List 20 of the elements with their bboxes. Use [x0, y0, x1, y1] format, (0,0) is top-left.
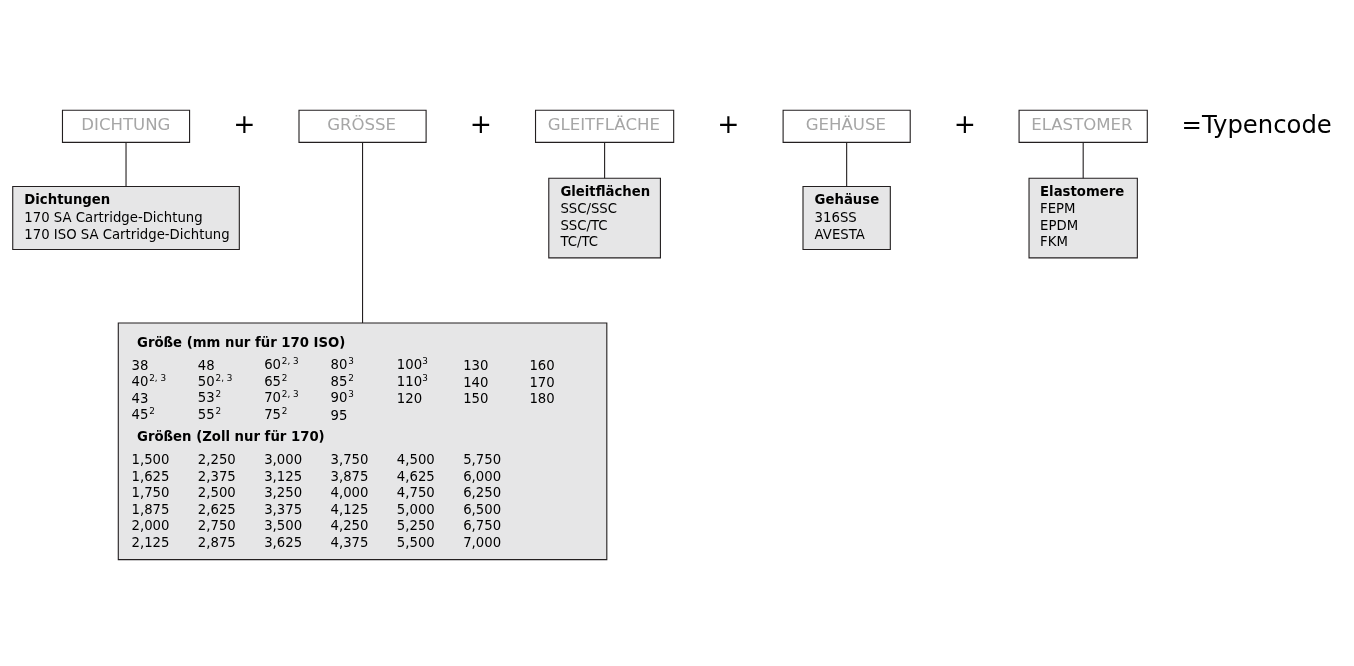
- label: +: [469, 108, 492, 140]
- connector: [1082, 142, 1084, 179]
- node-box: GEHÄUSE: [782, 109, 911, 143]
- node-box: ELASTOMER: [1018, 109, 1148, 143]
- node-box: Elastomere FEPM EPDM FKM: [1028, 177, 1138, 259]
- node-box: DICHTUNG: [61, 109, 191, 143]
- node-box: GRÖSSE: [298, 109, 427, 143]
- connector: [604, 142, 606, 179]
- node-box: Gehäuse 316SS AVESTA: [802, 186, 891, 251]
- label: +: [953, 108, 977, 140]
- node-box: Größe (mm nur für 170 ISO) 38 48 60$^{2, 3}$ 80$^{3}$ 100$^{3}$ 130 160 40$^{2, 3}$ 50$^{2, 3}$ 65$^{2}$ 85$^{2}$ 110$^{3}$ 140 170 43 53$^{2}$ 70$^{2, 3}$ 90$^{3}$ 120 150 180 45$^{2}$ 55$^{2}$ 75$^{2}$ 95 Größen (Zoll nur für 170) 1,500 2,250 3,000 3,750 4,500 5,750 1,625 2,375 3,125 3,875 4,625 6,000 1,750 2,500 3,250 4,000 4,750 6,250 1,875 2,625 3,375 4,125 5,000 6,500 2,000 2,750 3,500 4,250 5,250 6,750 2,125 2,875 3,625 4,375 5,500 7,000: [117, 322, 608, 561]
- label: +: [233, 108, 256, 140]
- label: =Typencode: [1181, 109, 1332, 139]
- node-box: Gleitflächen SSC/SSC SSC/TC TC/TC: [548, 177, 661, 259]
- node-box: Dichtungen 170 SA Cartridge-Dichtung 170 ISO SA Cartridge-Dichtung: [12, 186, 240, 251]
- connector: [846, 142, 848, 187]
- node-box: GLEITFLÄCHE: [534, 109, 675, 143]
- label: +: [717, 108, 740, 140]
- connector: [362, 141, 364, 324]
- connector: [125, 142, 127, 187]
